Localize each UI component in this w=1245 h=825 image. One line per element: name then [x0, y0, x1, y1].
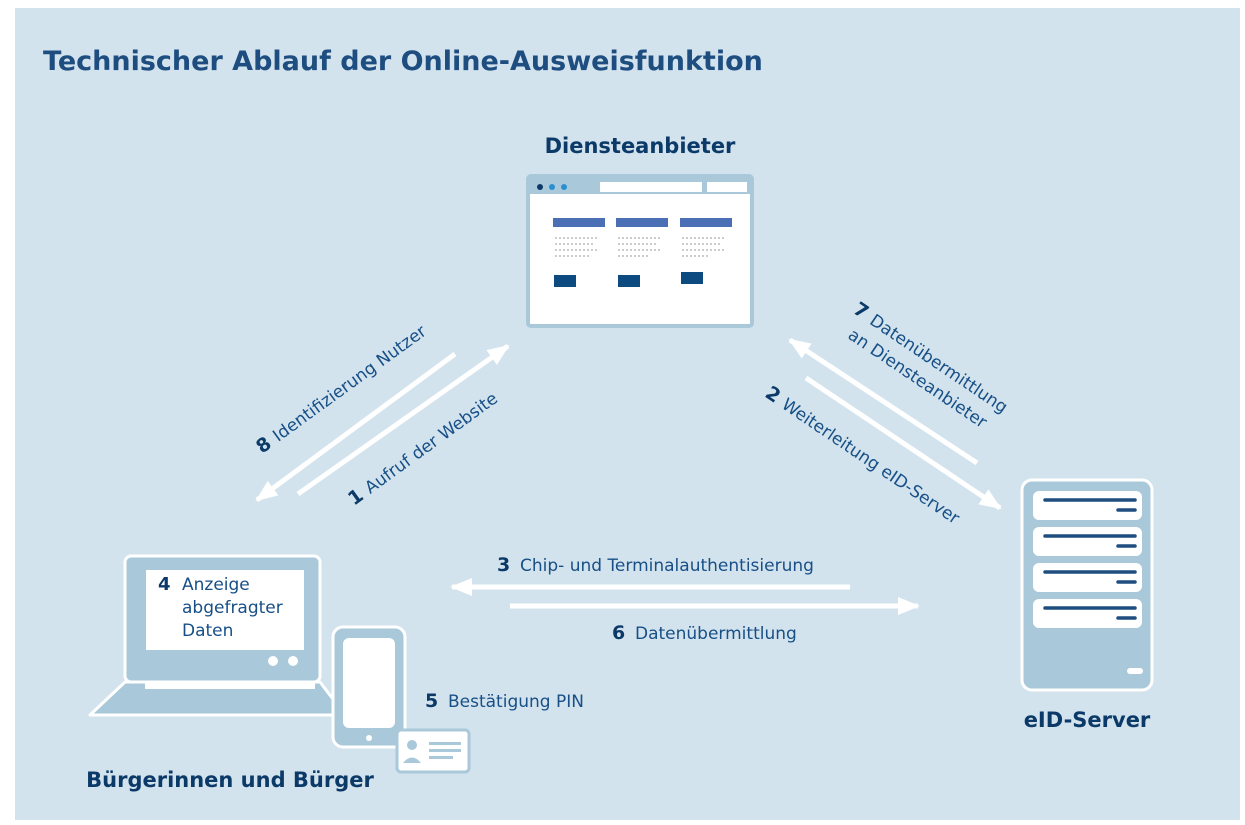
citizens-label: Bürgerinnen und Bürger: [86, 768, 374, 792]
step-5-text: Bestätigung PIN: [448, 692, 584, 712]
server-icon: [1020, 478, 1154, 692]
step-4-label-line-2: abgefragter: [182, 598, 283, 618]
step-3-number: 3: [497, 554, 510, 576]
arrows: [255, 337, 1002, 615]
id-card-icon: [395, 728, 471, 774]
step-2-label: 2 Weiterleitung eID-Server: [761, 382, 963, 529]
arrow-step-7: [788, 337, 979, 466]
laptop-icon: [88, 554, 347, 717]
step-4-label-line-1: Anzeige: [182, 575, 250, 595]
arrow-step-8: [255, 351, 457, 503]
step-4-label-line-3: Daten: [182, 621, 233, 641]
smartphone-icon: [331, 625, 407, 749]
diagram-title: Technischer Ablauf der Online-Ausweisfun…: [43, 46, 763, 77]
arrow-step-1: [296, 343, 510, 497]
step-6-number: 6: [612, 622, 625, 644]
arrow-step-2: [804, 375, 1002, 511]
step-4-number: 4: [158, 574, 171, 595]
step-3-text: Chip- und Terminalauthentisierung: [520, 556, 814, 576]
step-1-number: 1: [344, 484, 368, 510]
browser-window-icon: [526, 174, 754, 328]
step-7-number: 7: [849, 298, 872, 324]
step-2-number: 2: [761, 382, 784, 408]
step-8-text: Identifizierung Nutzer: [269, 322, 430, 447]
server-label: eID-Server: [1024, 708, 1151, 732]
provider-label: Diensteanbieter: [545, 134, 736, 158]
step-8-number: 8: [252, 432, 276, 458]
step-6-text: Datenübermittlung: [635, 624, 797, 644]
step-5-number: 5: [425, 690, 438, 712]
